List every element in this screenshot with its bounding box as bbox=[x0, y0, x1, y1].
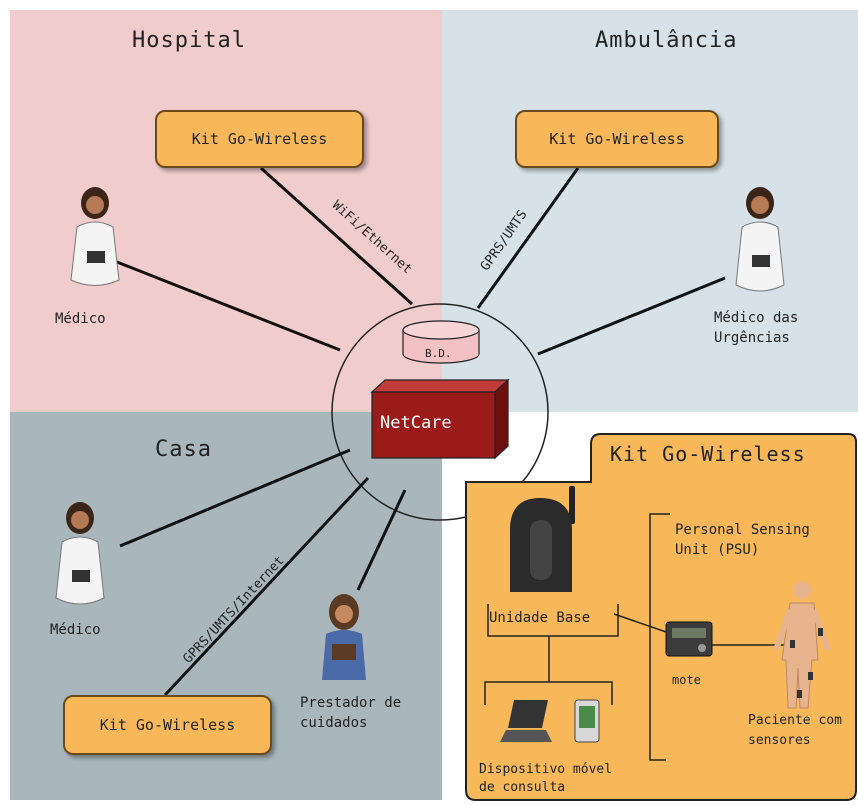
hospital-doctor-label: Médico bbox=[55, 311, 106, 327]
database-label: B.D. bbox=[425, 347, 452, 360]
hospital-kit-box: Kit Go-Wireless bbox=[155, 110, 364, 168]
connection-lines bbox=[116, 166, 726, 697]
patient-icon bbox=[773, 581, 831, 709]
ambulance-kit-box: Kit Go-Wireless bbox=[515, 110, 719, 168]
patient-label-line2: sensores bbox=[748, 733, 811, 748]
laptop-icon bbox=[500, 700, 552, 742]
home-kit-box: Kit Go-Wireless bbox=[63, 695, 272, 755]
psu-label-line2: Unit (PSU) bbox=[675, 542, 760, 558]
caregiver-label-line1: Prestador de bbox=[300, 695, 402, 711]
home-doctor-icon bbox=[55, 502, 105, 605]
caregiver-icon bbox=[322, 594, 366, 680]
hospital-quadrant bbox=[10, 10, 442, 412]
base-unit-bracket bbox=[487, 604, 619, 637]
ambulance-doctor-label-line2: Urgências bbox=[714, 330, 790, 346]
kit-panel-title: Kit Go-Wireless bbox=[610, 442, 806, 466]
home-doctor-label: Médico bbox=[50, 622, 101, 638]
hospital-title: Hospital bbox=[132, 28, 246, 53]
base-unit-icon bbox=[510, 486, 575, 592]
ambulance-title: Ambulância bbox=[595, 28, 738, 53]
caregiver-label-line2: cuidados bbox=[300, 715, 368, 731]
ambulance-doctor-label-line1: Médico das bbox=[714, 310, 799, 326]
center-circle bbox=[331, 303, 549, 521]
ambulance-quadrant bbox=[442, 10, 858, 412]
line-hospital-kit bbox=[259, 166, 414, 306]
home-title: Casa bbox=[155, 437, 212, 462]
netcare-server-icon bbox=[370, 378, 510, 460]
hospital-doctor-icon bbox=[70, 187, 120, 286]
line-home-doctor bbox=[119, 448, 351, 548]
psu-bracket bbox=[649, 513, 670, 761]
line-ambulance-doctor bbox=[537, 276, 726, 356]
base-unit-label: Unidade Base bbox=[489, 610, 591, 626]
line-home-kit bbox=[163, 476, 370, 697]
pda-icon bbox=[574, 699, 600, 743]
line-hospital-doctor bbox=[116, 260, 341, 352]
mote-icon bbox=[665, 621, 713, 657]
device-label-line2: de consulta bbox=[479, 780, 566, 795]
psu-label-line1: Personal Sensing bbox=[675, 522, 810, 538]
ambulance-doctor-icon bbox=[735, 187, 785, 292]
mote-label: mote bbox=[672, 673, 701, 687]
database-icon bbox=[402, 320, 480, 364]
patient-label-line1: Paciente com bbox=[748, 713, 842, 728]
device-label-line1: Dispositivo móvel bbox=[479, 762, 613, 777]
line-ambulance-kit bbox=[476, 167, 580, 309]
netcare-label: NetCare bbox=[380, 413, 452, 433]
line-caregiver bbox=[356, 489, 407, 591]
